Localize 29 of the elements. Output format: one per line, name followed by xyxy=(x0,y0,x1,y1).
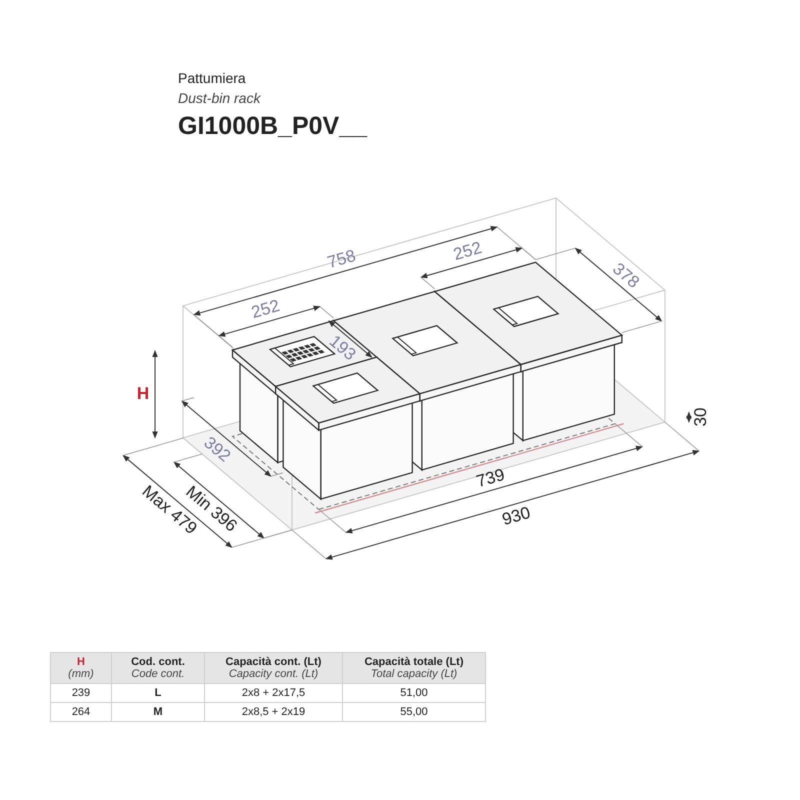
column-heading-translation: (mm) xyxy=(67,668,95,680)
table-cell: 51,00 xyxy=(342,684,486,702)
dimension-label: H xyxy=(136,385,150,404)
dimension-label: 378 xyxy=(610,259,643,292)
dimension-label: 930 xyxy=(500,504,532,529)
column-heading: Cod. cont. xyxy=(130,656,186,668)
column-heading: Capacità totale (Lt) xyxy=(363,656,464,668)
product-code: GI1000B_P0V__ xyxy=(178,112,368,141)
column-heading: H xyxy=(76,656,86,668)
table-cell: L xyxy=(112,684,204,702)
dimension-label: 739 xyxy=(474,465,507,491)
table-cell: 2x8,5 + 2x19 xyxy=(204,702,342,722)
dimension-label: 30 xyxy=(692,408,710,427)
table-cell: 239 xyxy=(50,684,112,702)
table-cell: 55,00 xyxy=(342,702,486,722)
table-cell: M xyxy=(112,702,204,722)
column-heading: Capacità cont. (Lt) xyxy=(224,656,322,668)
product-category-translation: Dust-bin rack xyxy=(178,90,260,106)
dimension-label: 193 xyxy=(326,332,360,364)
dimension-label: 758 xyxy=(326,246,358,272)
table-cell: 264 xyxy=(50,702,112,722)
column-heading-translation: Code cont. xyxy=(130,668,186,680)
dimension-label: 252 xyxy=(452,238,484,264)
dimension-label: 252 xyxy=(250,297,282,322)
column-heading-translation: Capacity cont. (Lt) xyxy=(228,668,320,680)
column-heading-translation: Total capacity (Lt) xyxy=(370,668,458,680)
product-category: Pattumiera xyxy=(178,70,246,86)
dimension-label: 392 xyxy=(200,433,234,466)
table-cell: 2x8 + 2x17,5 xyxy=(204,684,342,702)
